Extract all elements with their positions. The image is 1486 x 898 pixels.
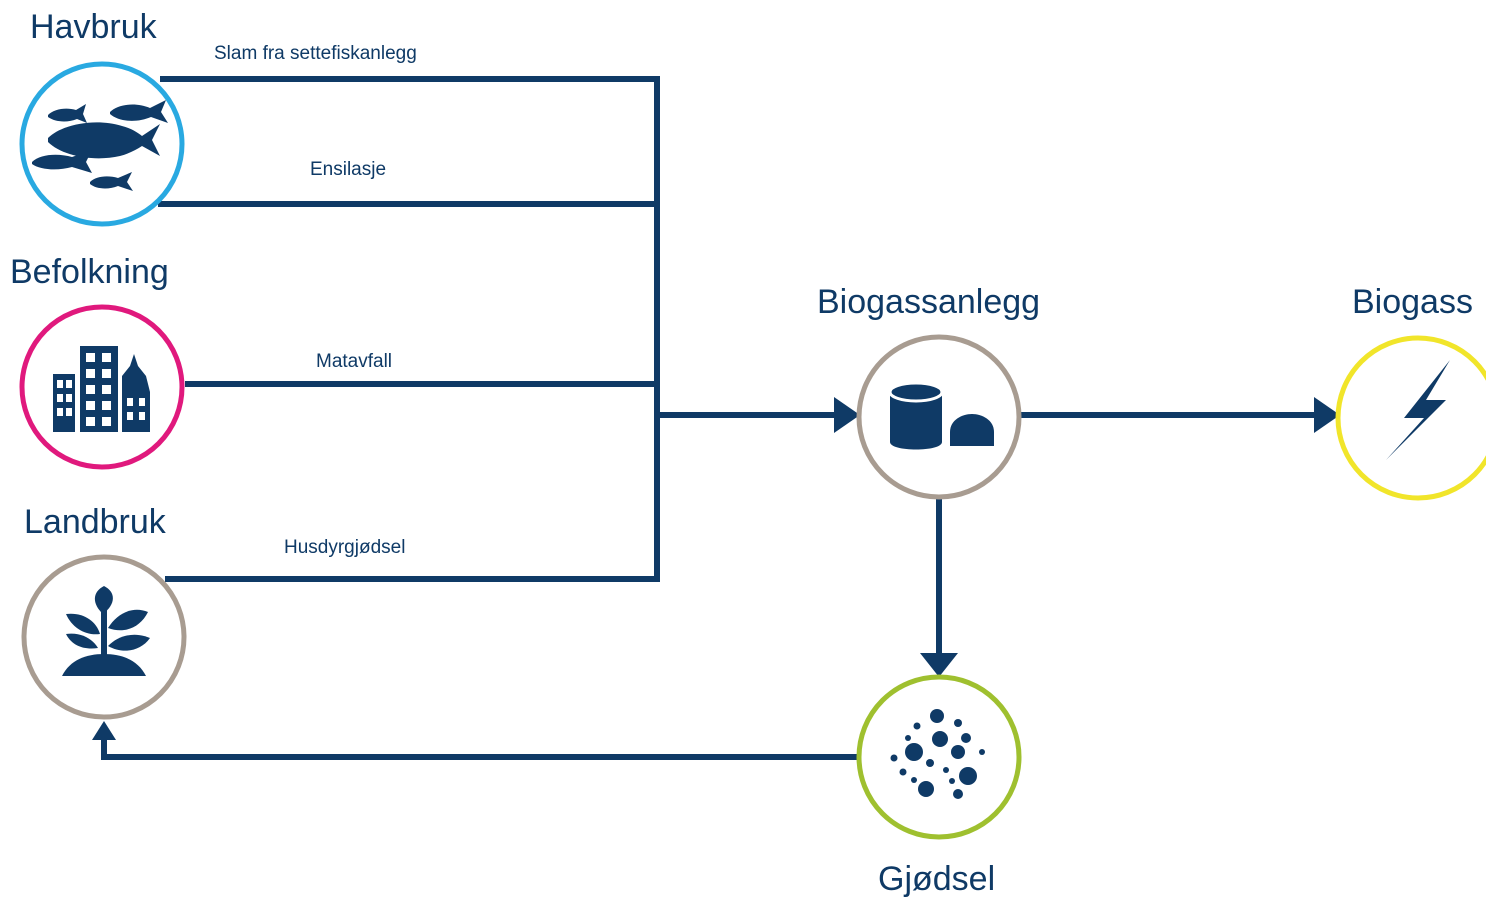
havbruk-node bbox=[19, 61, 185, 227]
gjodsel-title: Gjødsel bbox=[878, 860, 996, 898]
flow-label-matavfall: Matavfall bbox=[316, 351, 393, 372]
plant-sprout-icon bbox=[62, 586, 150, 676]
biogassanlegg-node bbox=[856, 334, 1022, 500]
befolkning-node bbox=[19, 304, 185, 470]
befolkning-title: Befolkning bbox=[10, 253, 169, 291]
biogassanlegg-title: Biogassanlegg bbox=[817, 283, 1041, 321]
landbruk-title: Landbruk bbox=[24, 503, 166, 541]
arrow-into-landbruk bbox=[92, 721, 116, 740]
flow-label-slam: Slam fra settefiskanlegg bbox=[214, 43, 417, 64]
flow-label-husdyrgjodsel: Husdyrgjødsel bbox=[284, 537, 406, 558]
lightning-bolt-icon bbox=[1386, 360, 1450, 460]
biogass-title: Biogass bbox=[1352, 283, 1473, 321]
biogass-node bbox=[1335, 335, 1486, 501]
arrow-into-biogass bbox=[1314, 397, 1340, 433]
biogas-tanks-icon bbox=[888, 381, 994, 450]
fish-icon bbox=[32, 100, 168, 191]
gjodsel-ring bbox=[856, 674, 1022, 840]
landbruk-node bbox=[21, 554, 187, 720]
arrowheads bbox=[92, 397, 1340, 740]
flow-label-ensilasje: Ensilasje bbox=[310, 159, 387, 180]
connector-lines bbox=[101, 76, 1318, 760]
granules-icon bbox=[890, 709, 985, 799]
havbruk-title: Havbruk bbox=[30, 8, 157, 46]
arrow-into-biogassanlegg bbox=[834, 397, 860, 433]
line-gjodsel-to-landbruk bbox=[101, 738, 858, 760]
gjodsel-node bbox=[856, 674, 1022, 840]
arrow-into-gjodsel bbox=[920, 653, 958, 677]
city-buildings-icon bbox=[53, 346, 150, 432]
